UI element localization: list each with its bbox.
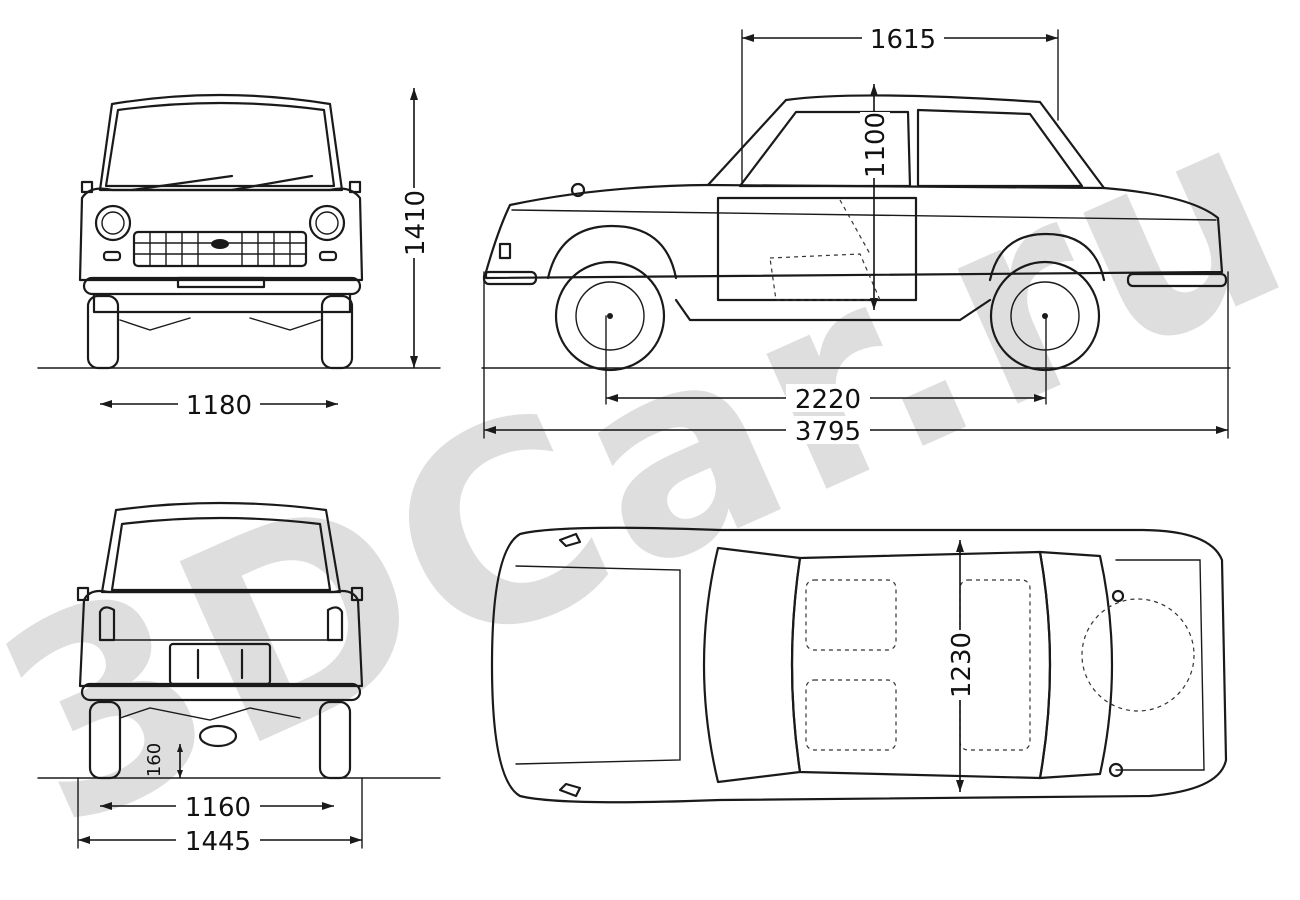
watermark-text: 3DCar.ru (0, 46, 1300, 888)
side-view: 1615 1100 2220 3795 (481, 24, 1231, 447)
interior-height-label: 1100 (861, 112, 891, 178)
front-view: 1180 1410 (37, 88, 441, 421)
top-view: 1230 (490, 526, 1228, 804)
wheelbase-dimension: 2220 (605, 315, 1047, 415)
front-track-dimension: 1180 (100, 390, 338, 421)
overall-length-label: 3795 (795, 417, 861, 447)
overall-width-label: 1445 (185, 827, 251, 857)
interior-height-dimension: 1100 (860, 84, 891, 310)
wheelbase-label: 2220 (795, 385, 861, 415)
cabin-length-label: 1615 (870, 25, 936, 55)
interior-width-dimension: 1230 (944, 540, 977, 792)
front-track-label: 1180 (186, 391, 252, 421)
height-dimension: 1410 (400, 88, 431, 368)
rear-track-dimension: 1160 (100, 792, 334, 823)
cabin-length-dimension: 1615 (741, 24, 1059, 187)
ground-clearance-label: 160 (144, 743, 165, 777)
rear-track-label: 1160 (185, 793, 251, 823)
interior-width-label: 1230 (947, 632, 977, 698)
ground-clearance-dimension: 160 (144, 743, 183, 778)
overall-width-dimension: 1445 (77, 777, 363, 857)
overall-length-dimension: 3795 (483, 271, 1229, 447)
rear-view: 160 1160 1445 (37, 501, 441, 857)
watermark: 3DCar.ru (0, 46, 1300, 888)
height-label: 1410 (401, 190, 431, 256)
